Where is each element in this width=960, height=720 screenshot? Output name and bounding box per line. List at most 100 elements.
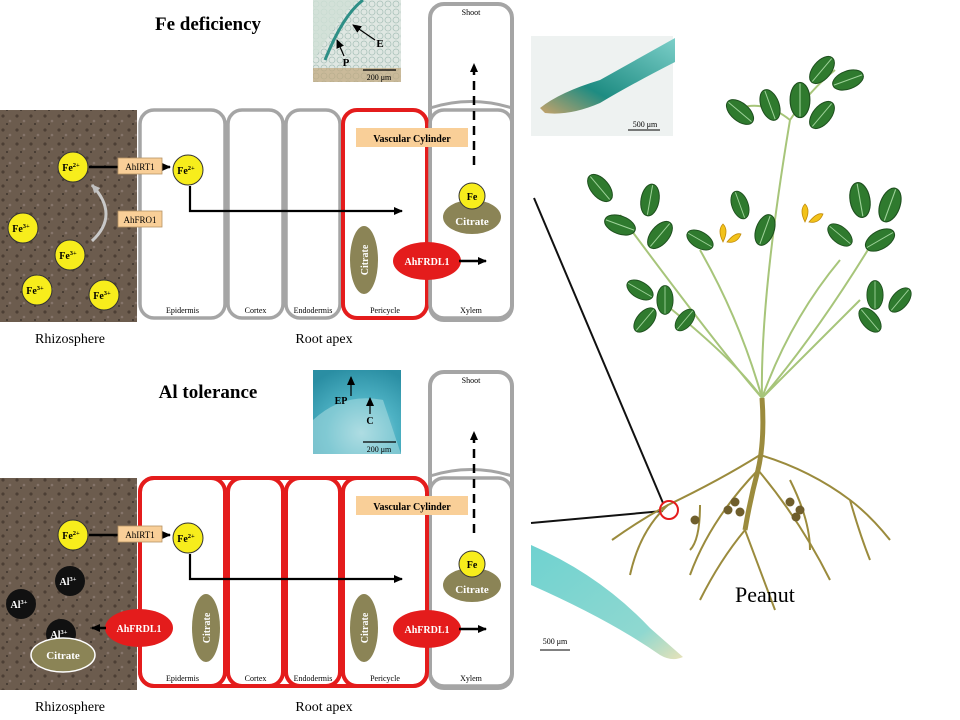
zoom-line-bottom	[530, 510, 664, 524]
micrograph-arrow-p	[336, 39, 345, 57]
leaflet-midrib	[856, 183, 864, 217]
pericycle-citrate	[350, 594, 378, 662]
leaflet-midrib	[734, 192, 746, 218]
cell-1	[226, 476, 285, 688]
fe2-root-ion	[172, 154, 204, 186]
fe3-label-3: Fe3+	[93, 290, 111, 302]
root-apex-highlight	[659, 500, 679, 520]
fe2-root-label: Fe2+	[177, 533, 195, 545]
fe3-label-3-superscript: 3+	[104, 290, 111, 297]
leaflet-midrib	[890, 289, 910, 311]
fe-citrate-label: Citrate	[455, 216, 489, 228]
leaflet	[858, 307, 882, 333]
pericycle-citrate-label: Citrate	[360, 244, 371, 275]
cell-label-2: Endodermis	[294, 674, 333, 683]
leaflet	[849, 182, 871, 218]
radial-transport-arrow	[188, 186, 403, 215]
micrograph-arrow-e	[352, 24, 376, 41]
fe2-soil-ion	[57, 519, 89, 551]
plasma-membrane-outline	[138, 476, 429, 688]
epidermis-citrate	[192, 594, 220, 662]
irt-box	[117, 525, 163, 543]
fe3-ion-2	[21, 274, 53, 306]
cell-label-0: Epidermis	[166, 674, 199, 683]
frdl-transporter	[393, 610, 461, 648]
epidermis-citrate-label: Citrate	[202, 612, 213, 643]
al-label-0-base: Al	[60, 577, 70, 588]
frdl-transporter	[393, 242, 461, 280]
leaflet-midrib	[866, 232, 894, 248]
al-label-2-superscript: 3+	[61, 629, 68, 636]
lateral-root-1	[759, 454, 891, 541]
micrograph-cortex	[313, 0, 359, 62]
cell-label-2: Endodermis	[294, 306, 333, 315]
fe-citrate-blob	[443, 568, 501, 602]
leaflet	[633, 307, 657, 333]
flower-0	[719, 223, 727, 243]
leaflet-midrib	[811, 103, 833, 127]
stem-4	[761, 229, 881, 399]
leaflet-midrib	[649, 223, 671, 247]
micrograph-stained-ring	[323, 0, 364, 61]
fe2-soil-label-base: Fe	[62, 163, 73, 174]
fe-citrate-label: Citrate	[455, 584, 489, 596]
panel-title: Fe deficiency	[155, 14, 262, 35]
peanut-label: Peanut	[735, 582, 795, 607]
irt-label: AhIRT1	[125, 162, 154, 172]
vascular-label: Vascular Cylinder	[373, 134, 451, 145]
stem-1	[699, 249, 763, 399]
shoot-label: Shoot	[462, 376, 481, 385]
leaflet-midrib	[833, 74, 863, 86]
cell-4	[428, 108, 514, 320]
leaflet-midrib	[688, 232, 712, 248]
al-label-0-superscript: 3+	[70, 576, 77, 583]
cell-label-1: Cortex	[245, 306, 267, 315]
micrograph-mark-p: P	[343, 57, 350, 69]
root-tip-inset-top: 500 μm	[531, 36, 675, 136]
cell-1	[226, 108, 285, 320]
leaflet	[832, 69, 864, 91]
cell-3	[341, 108, 429, 320]
stem-2	[761, 259, 841, 399]
fe3-label-2-superscript: 3+	[37, 285, 44, 292]
al-label-2-base: Al	[51, 630, 61, 641]
fe2-soil-ion	[57, 151, 89, 183]
root-tip-bottom-scale: 500 μm	[543, 637, 568, 646]
leaflet	[725, 99, 755, 125]
leaflet	[809, 55, 835, 85]
leaflet	[789, 81, 811, 119]
leaflet-midrib	[646, 185, 654, 215]
fe2-root-label: Fe2+	[177, 165, 195, 177]
leaflet-midrib	[860, 309, 880, 331]
cell-label-4: Xylem	[460, 306, 483, 315]
leaflet-midrib	[728, 101, 752, 123]
leaflet	[759, 89, 781, 121]
fro-box	[117, 210, 163, 228]
leaflet	[809, 100, 835, 130]
pericycle-citrate	[350, 226, 378, 294]
zoom-line-top	[533, 197, 664, 504]
root-apex-label: Root apex	[295, 700, 352, 715]
cell-label-3: Pericycle	[370, 674, 400, 683]
fe2-root-label-superscript: 2+	[188, 165, 195, 172]
fe2-root-label-base: Fe	[177, 534, 188, 545]
leaflet	[686, 229, 714, 251]
cell-label-1: Cortex	[245, 674, 267, 683]
fe3-ion-1	[54, 239, 86, 271]
fe2-root-label-base: Fe	[177, 166, 188, 177]
lateral-root-0	[611, 454, 761, 541]
leaflet	[647, 220, 673, 250]
lateral-root-4	[699, 529, 746, 601]
fe3-label-2: Fe3+	[26, 285, 44, 297]
leaflet	[640, 183, 660, 217]
micrograph-core	[313, 398, 401, 454]
leaflet	[730, 190, 750, 220]
al-label-1-base: Al	[11, 600, 21, 611]
leaflet	[827, 223, 853, 247]
root-nodule-4	[795, 505, 805, 515]
fe2-root-label-superscript: 2+	[188, 533, 195, 540]
